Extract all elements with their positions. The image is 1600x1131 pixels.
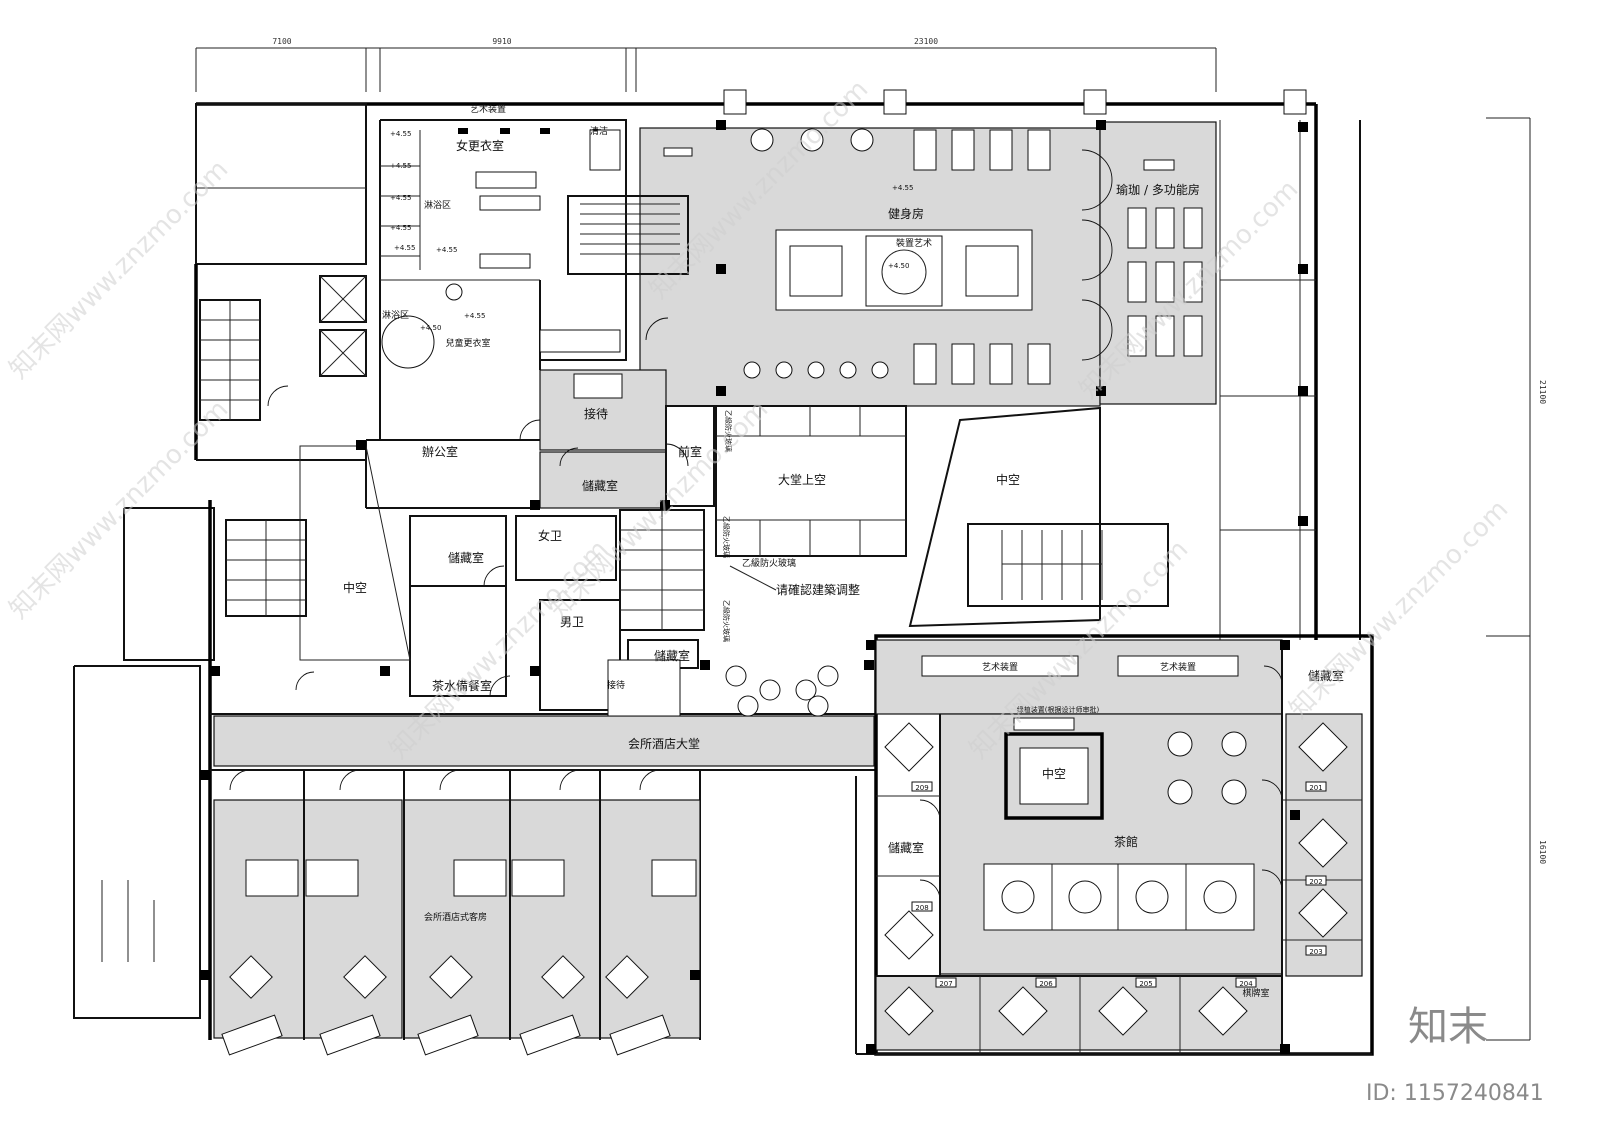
- level-4: +4.55: [390, 224, 411, 232]
- label-pantry: 茶水備餐室: [432, 678, 492, 693]
- label-art-center: 裝置艺术: [896, 237, 932, 249]
- room-4-floor: [509, 799, 601, 1039]
- label-art-install-1: 艺术装置: [982, 661, 1018, 673]
- level-6: +4.55: [464, 312, 485, 320]
- hotel-furniture: [221, 859, 697, 1056]
- watermark-2: 知末网www.znzmo.com: [4, 394, 235, 625]
- label-atrium-left: 中空: [343, 580, 367, 595]
- dimension-2: 9910: [492, 37, 511, 46]
- label-art-install-top: 艺术装置: [470, 103, 506, 115]
- room-201: 201: [1309, 784, 1322, 792]
- label-hotel-rooms: 会所酒店式客房: [424, 911, 487, 923]
- label-yoga: 瑜珈 / 多功能房: [1116, 182, 1200, 197]
- room-207: 207: [939, 980, 952, 988]
- label-lobby: 会所酒店大堂: [628, 737, 700, 751]
- label-chess-room: 棋牌室: [1242, 987, 1269, 999]
- note-fire-glass-v3: 乙級防火玻璃: [722, 600, 731, 642]
- tea-furniture: [884, 722, 1348, 1036]
- dimension-v1: 21100: [1538, 380, 1547, 404]
- columns: [200, 120, 1308, 1054]
- room-1-floor: [213, 799, 305, 1039]
- room-204: 204: [1239, 980, 1253, 988]
- room-5-floor: [599, 799, 701, 1039]
- level-5: +4.55: [436, 246, 457, 254]
- label-shower-1: 淋浴区: [424, 199, 451, 211]
- label-shower-2: 淋浴区: [382, 309, 409, 321]
- label-atrium-right: 中空: [996, 472, 1020, 487]
- level-3: +4.55: [390, 194, 411, 202]
- dimension-1: 7100: [272, 37, 291, 46]
- level-2: +4.55: [390, 162, 411, 170]
- dimension-v2: 16100: [1538, 840, 1547, 864]
- lounge-furniture: [725, 655, 1239, 731]
- label-cleaning: 清洁: [590, 125, 608, 137]
- note-fire-glass-v1: 乙級防火玻璃: [724, 410, 733, 452]
- room-3-floor: [403, 799, 511, 1039]
- level-1: +4.55: [390, 130, 411, 138]
- label-reception: 接待: [584, 406, 608, 421]
- interior-walls: [199, 119, 1362, 1054]
- level-marks: +4.55 +4.55 +4.55 +4.55 +4.55 +4.55 +4.5…: [390, 130, 913, 332]
- dimension-3: 23100: [914, 37, 938, 46]
- room-205: 205: [1139, 980, 1152, 988]
- level-7: +4.50: [420, 324, 441, 332]
- label-atrium-tea: 中空: [1042, 766, 1066, 781]
- label-storage-3: 儲藏室: [654, 648, 690, 663]
- label-storage-1: 儲藏室: [582, 478, 618, 493]
- label-reception-2: 接待: [607, 679, 625, 691]
- room-2-floor: [303, 799, 403, 1039]
- room-202: 202: [1309, 878, 1322, 886]
- label-men-wc: 男卫: [560, 615, 584, 629]
- label-art-install-2: 艺术装置: [1160, 661, 1196, 673]
- locker-furniture: [381, 128, 681, 717]
- label-tea-house: 茶館: [1114, 834, 1138, 849]
- level-8: +4.55: [892, 184, 913, 192]
- room-206: 206: [1039, 980, 1053, 988]
- watermark-8: 知末网www.znzmo.com: [1284, 494, 1515, 725]
- note-confirm: 请確認建築调整: [776, 582, 860, 597]
- label-storage-2: 儲藏室: [448, 550, 484, 565]
- gym-equipment: [663, 128, 1203, 385]
- label-storage-right: 儲藏室: [1308, 668, 1344, 683]
- room-labels: 女更衣室 艺术装置 清洁 淋浴区 淋浴区 兒童更衣室 健身房 瑜珈 / 多功能房…: [343, 103, 1344, 999]
- label-kids-locker: 兒童更衣室: [445, 337, 490, 349]
- note-fire-glass-v2: 乙級防火玻璃: [722, 516, 731, 558]
- tea-floor: [939, 713, 1283, 975]
- brand-id: ID: 1157240841: [1366, 1081, 1544, 1106]
- doors: [229, 149, 1283, 901]
- room-208: 208: [915, 904, 928, 912]
- brand-logo: 知末: [1408, 1004, 1488, 1050]
- room-203: 203: [1309, 948, 1322, 956]
- label-women-locker: 女更衣室: [456, 138, 504, 153]
- level-10: +4.50: [888, 262, 909, 270]
- label-women-wc: 女卫: [538, 528, 562, 543]
- room-number-tags: 201 202 203 204 205 206 207 208 209: [911, 781, 1327, 988]
- label-storage-tea: 儲藏室: [888, 840, 924, 855]
- note-plant: 绿植装置(根据设计师审批): [1017, 705, 1100, 714]
- gray-zones: [213, 121, 1363, 1051]
- level-9: +4.55: [394, 244, 415, 252]
- label-gym: 健身房: [888, 206, 924, 221]
- lobby-floor: [213, 715, 875, 767]
- annotations: 请確認建築调整 乙級防火玻璃 乙級防火玻璃 乙級防火玻璃 乙級防火玻璃 绿植装置…: [722, 410, 1099, 714]
- label-front-room: 前室: [678, 444, 702, 459]
- note-fire-glass: 乙級防火玻璃: [742, 557, 796, 569]
- dimension-lines: 7100 9910 23100 21100 16100: [195, 37, 1547, 1041]
- room-209: 209: [915, 784, 928, 792]
- label-lobby-void: 大堂上空: [778, 473, 826, 487]
- label-office: 辦公室: [422, 444, 458, 459]
